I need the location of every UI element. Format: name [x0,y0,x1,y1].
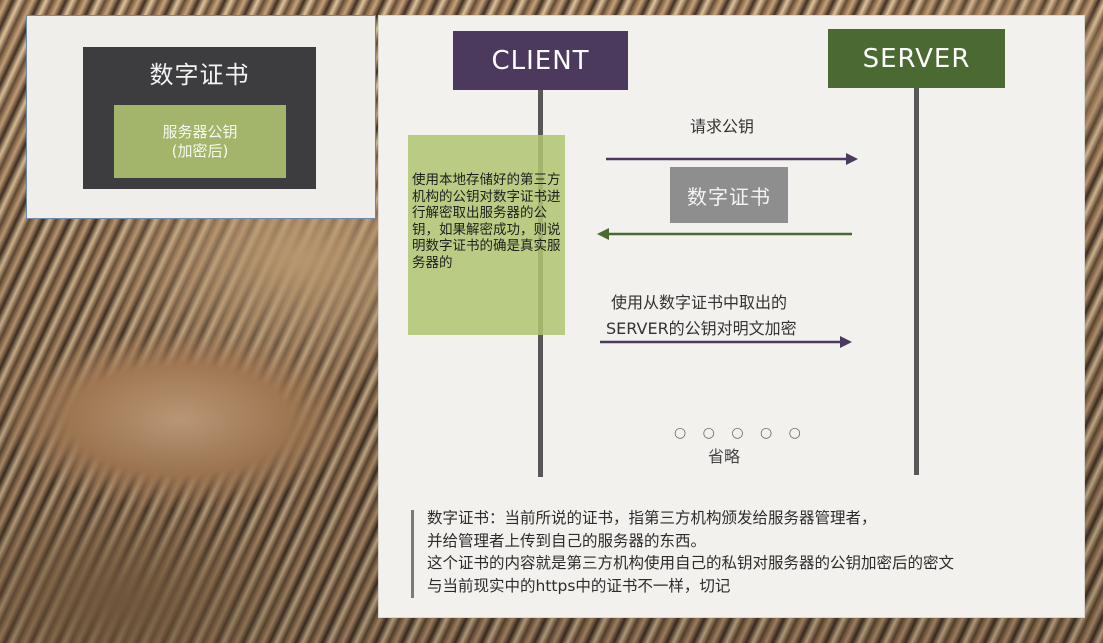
client-verification-note: 使用本地存储好的第三方机构的公钥对数字证书进行解密取出服务器的公钥，如果解密成功… [408,135,565,335]
certificate-card: 数字证书 服务器公钥 (加密后) [83,47,316,189]
server-actor: SERVER [828,29,1005,88]
omitted-label: 省略 [708,447,741,466]
certificate-title: 数字证书 [149,61,250,89]
request-arrow [606,153,858,165]
encrypt-label-line2: SERVER的公钥对明文加密 [606,319,797,338]
footer-line2: 并给管理者上传到自己的服务器的东西。 [427,531,707,550]
certificate-message-box: 数字证书 [670,167,788,223]
footer-line1: 数字证书：当前所说的证书，指第三方机构颁发给服务器管理者， [427,509,877,527]
ellipsis-dots: ○ ○ ○ ○ ○ [674,425,807,441]
encrypted-key-line1: 服务器公钥 [162,122,238,141]
client-actor: CLIENT [453,31,628,90]
footer-line4: 与当前现实中的https中的证书不一样，切记 [427,576,731,595]
request-public-key-label: 请求公钥 [690,117,755,136]
footer-accent-bar [411,510,414,598]
encrypted-public-key-box: 服务器公钥 (加密后) [114,105,286,178]
encrypt-label-line1: 使用从数字证书中取出的 [611,293,788,312]
server-lifeline [914,88,919,475]
footer-line3: 这个证书的内容就是第三方机构使用自己的私钥对服务器的公钥加密后的密文 [427,554,955,572]
encrypted-data-arrow [600,336,852,348]
footer-explanation: 数字证书：当前所说的证书，指第三方机构颁发给服务器管理者， 并给管理者上传到自己… [427,507,1077,597]
sequence-diagram-panel: CLIENT SERVER 使用本地存储好的第三方机构的公钥对数字证书进行解密取… [378,15,1085,618]
encrypted-key-line2: (加密后) [171,141,229,160]
certificate-inset: 数字证书 服务器公钥 (加密后) [26,15,376,219]
certificate-return-arrow [597,228,852,240]
